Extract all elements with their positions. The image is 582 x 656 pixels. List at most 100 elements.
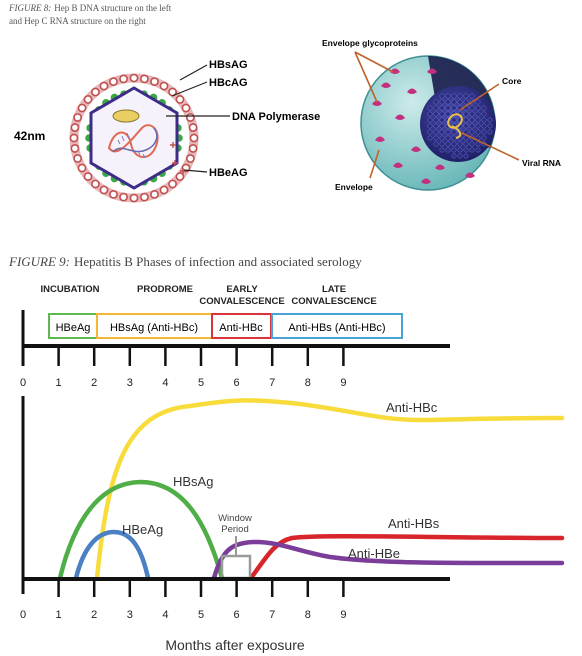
hbsag-bead [119, 192, 128, 202]
capsid-dot [457, 153, 463, 159]
hbeag-curve-label: HBeAg [122, 522, 163, 537]
capsid-dot [451, 105, 457, 111]
box-hbeag-label: HBeAg [56, 322, 91, 334]
hep-c-rna-strand [447, 113, 463, 139]
hbsag-bead [175, 95, 185, 104]
core-label: Core [502, 76, 522, 86]
capsid-dot [439, 141, 445, 147]
capsid-dot [487, 117, 493, 123]
curve-labels: Anti-HBc HBsAg HBeAg Anti-HBs Anti-HBe [122, 400, 440, 561]
capsid-dot [481, 123, 487, 129]
axis-tick-2: 2 [91, 609, 97, 621]
dna-strand-outer [107, 124, 159, 158]
curve-anti-hbe [211, 539, 565, 581]
capsid-dot [475, 105, 481, 111]
capsid-dot [427, 105, 433, 111]
hbsag-bead [159, 185, 169, 195]
hbsag-bead [188, 144, 198, 153]
capsid-dot [427, 111, 433, 117]
glycoprotein-spike [465, 172, 475, 178]
capsid-dot [433, 117, 439, 123]
capsid-dot [427, 135, 433, 141]
dna-polymerase-label: DNA Polymerase [232, 111, 320, 123]
capsid-dot [475, 129, 481, 135]
serology-curves [57, 398, 565, 581]
months-axis-ticks [57, 579, 345, 597]
phase-headers: INCUBATION PRODROME EARLY CONVALESCENCE … [41, 284, 377, 307]
axis-tick-7: 7 [269, 609, 275, 621]
capsid-dot [445, 129, 451, 135]
hbsag-curve-label: HBsAg [173, 474, 213, 489]
capsid-dot [463, 135, 469, 141]
window-label: Window [218, 513, 252, 524]
box-anti-hbc-label: Anti-HBc [219, 322, 263, 334]
capsid-dot [445, 111, 451, 117]
figure9-caption: FIGURE 9:Hepatitis B Phases of infection… [8, 254, 362, 269]
capsid-dot [481, 117, 487, 123]
axis-tick-0: 0 [20, 609, 26, 621]
capsid-dot [427, 117, 433, 123]
capsid-dot [451, 93, 457, 99]
capsid-dot [433, 129, 439, 135]
box-anti-hbs-label: Anti-HBs (Anti-HBc) [288, 322, 385, 334]
timeline-ticks [57, 346, 345, 366]
figure8-caption-label: FIGURE 8: [8, 3, 51, 13]
curve-hbeag [73, 529, 151, 581]
figure9-caption-text: Hepatitis B Phases of infection and asso… [74, 254, 362, 269]
capsid-dot [439, 93, 445, 99]
capsid-dot [445, 141, 451, 147]
hbeag-label: HBeAG [209, 167, 248, 179]
capsid-dot [439, 129, 445, 135]
capsid-dot [463, 117, 469, 123]
figure8-caption-line1: FIGURE 8:Hep B DNA structure on the left [8, 3, 172, 13]
timeline-tick-2: 2 [91, 377, 97, 389]
hbsag-bead [168, 179, 177, 189]
hbeag-markers [170, 142, 186, 174]
timeline-tick-9: 9 [340, 377, 346, 389]
timeline-axis [21, 310, 450, 366]
hbsag-bead [109, 189, 118, 199]
hbsag-bead [175, 172, 185, 181]
capsid-dot [439, 111, 445, 117]
phase-early-convalescence: CONVALESCENCE [199, 296, 284, 307]
timeline-tick-3: 3 [127, 377, 133, 389]
hbsag-bead [185, 113, 195, 122]
capsid-dot [445, 105, 451, 111]
timeline-tick-8: 8 [305, 377, 311, 389]
phase-prodrome: PRODROME [137, 284, 193, 295]
timeline-tick-4: 4 [162, 377, 168, 389]
axis-tick-1: 1 [56, 609, 62, 621]
capsid-dot [451, 129, 457, 135]
capsid-dot [469, 111, 475, 117]
hbsag-bead [99, 185, 109, 195]
capsid-dot [469, 123, 475, 129]
capsid-dot [481, 135, 487, 141]
capsid-dot [475, 123, 481, 129]
hbsag-bead [129, 193, 139, 203]
dna-strand-inner [112, 127, 158, 153]
hbsag-bead [150, 189, 159, 199]
capsid-dot [451, 147, 457, 153]
window-period-marker: Window Period [218, 513, 252, 580]
capsid-dot [463, 93, 469, 99]
box-hbsag-label: HBsAg (Anti-HBc) [110, 322, 198, 334]
hep-c-leader-lines [354, 51, 520, 179]
timeline-tick-labels: 0 1 2 3 4 5 6 7 8 9 [20, 377, 347, 389]
hep-c-capsid-dots [427, 93, 493, 159]
serology-boxes: HBeAg HBsAg (Anti-HBc) Anti-HBc Anti-HBs… [48, 313, 403, 339]
capsid-dot [445, 93, 451, 99]
window-period-box [220, 554, 252, 580]
phase-late: LATE [322, 284, 346, 295]
capsid-dot [469, 105, 475, 111]
capsid-dot [469, 117, 475, 123]
axis-tick-8: 8 [305, 609, 311, 621]
hbsag-bead [150, 77, 159, 87]
timeline-tick-6: 6 [234, 377, 240, 389]
capsid-dot [475, 147, 481, 153]
hbsag-bead [181, 103, 191, 113]
glycoprotein-spike [395, 114, 405, 120]
hbsag-bead [129, 73, 139, 83]
envelope-label: Envelope [335, 182, 373, 192]
hbsag-bead [70, 123, 80, 132]
capsid-dot [475, 141, 481, 147]
